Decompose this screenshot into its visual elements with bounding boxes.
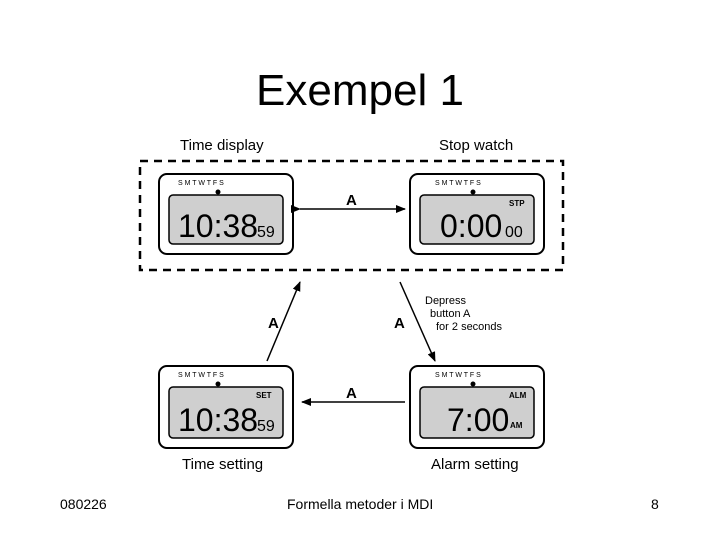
note-line-1: Depress — [425, 295, 466, 307]
lcd-digits: 10:38 — [178, 402, 258, 438]
lcd-digits: 10:38 — [178, 208, 258, 244]
slide-title: Exempel 1 — [256, 66, 464, 115]
watch-days: S M T W T F S — [435, 372, 481, 379]
state-label-time-setting: Time setting — [182, 456, 264, 473]
day-indicator-dot — [470, 381, 476, 387]
watch-time-display: S M T W T F S 10:38 59 — [158, 173, 294, 255]
watch-days: S M T W T F S — [178, 180, 224, 187]
arrow-time-setting-to-time-display — [266, 281, 301, 362]
footer-date: 080226 — [60, 496, 107, 512]
lcd-seconds: 59 — [257, 224, 275, 241]
lcd-screen — [419, 194, 535, 245]
transition-label-top: A — [346, 192, 357, 209]
watch-days: S M T W T F S — [178, 372, 224, 379]
dashed-group-box — [138, 159, 565, 272]
state-label-time-display: Time display — [180, 137, 264, 154]
lcd-mode-badge: STP — [509, 199, 525, 208]
transition-label-right: A — [394, 315, 405, 332]
watch-days: S M T W T F S — [435, 180, 481, 187]
lcd-hundredths: 00 — [505, 224, 523, 241]
state-label-stop-watch: Stop watch — [439, 137, 514, 154]
state-label-alarm-setting: Alarm setting — [431, 456, 519, 473]
day-indicator-dot — [215, 189, 221, 195]
lcd-screen — [168, 194, 284, 245]
watch-time-setting: S M T W T F S SET 10:38 59 — [158, 365, 294, 449]
note-line-2: button A — [430, 308, 471, 320]
day-indicator-dot — [215, 381, 221, 387]
note-line-3: for 2 seconds — [436, 321, 503, 333]
lcd-mode-badge: SET — [256, 391, 272, 400]
day-indicator-dot — [470, 189, 476, 195]
lcd-digits: 7:00 — [447, 402, 509, 438]
watch-stop-watch: S M T W T F S STP 0:00 00 — [409, 173, 545, 255]
transition-label-left: A — [268, 315, 279, 332]
arrow-stop-watch-to-alarm — [399, 281, 436, 362]
lcd-digits: 0:00 — [440, 208, 502, 244]
lcd-seconds: 59 — [257, 418, 275, 435]
watch-alarm-setting: S M T W T F S ALM 7:00 AM — [409, 365, 545, 449]
lcd-mode-badge: ALM — [509, 391, 527, 400]
lcd-am-indicator: AM — [510, 421, 523, 430]
transition-label-bottom: A — [346, 385, 357, 402]
lcd-screen — [168, 386, 284, 439]
footer-page-number: 8 — [651, 496, 659, 512]
footer-course: Formella metoder i MDI — [287, 496, 434, 512]
lcd-screen — [419, 386, 535, 439]
